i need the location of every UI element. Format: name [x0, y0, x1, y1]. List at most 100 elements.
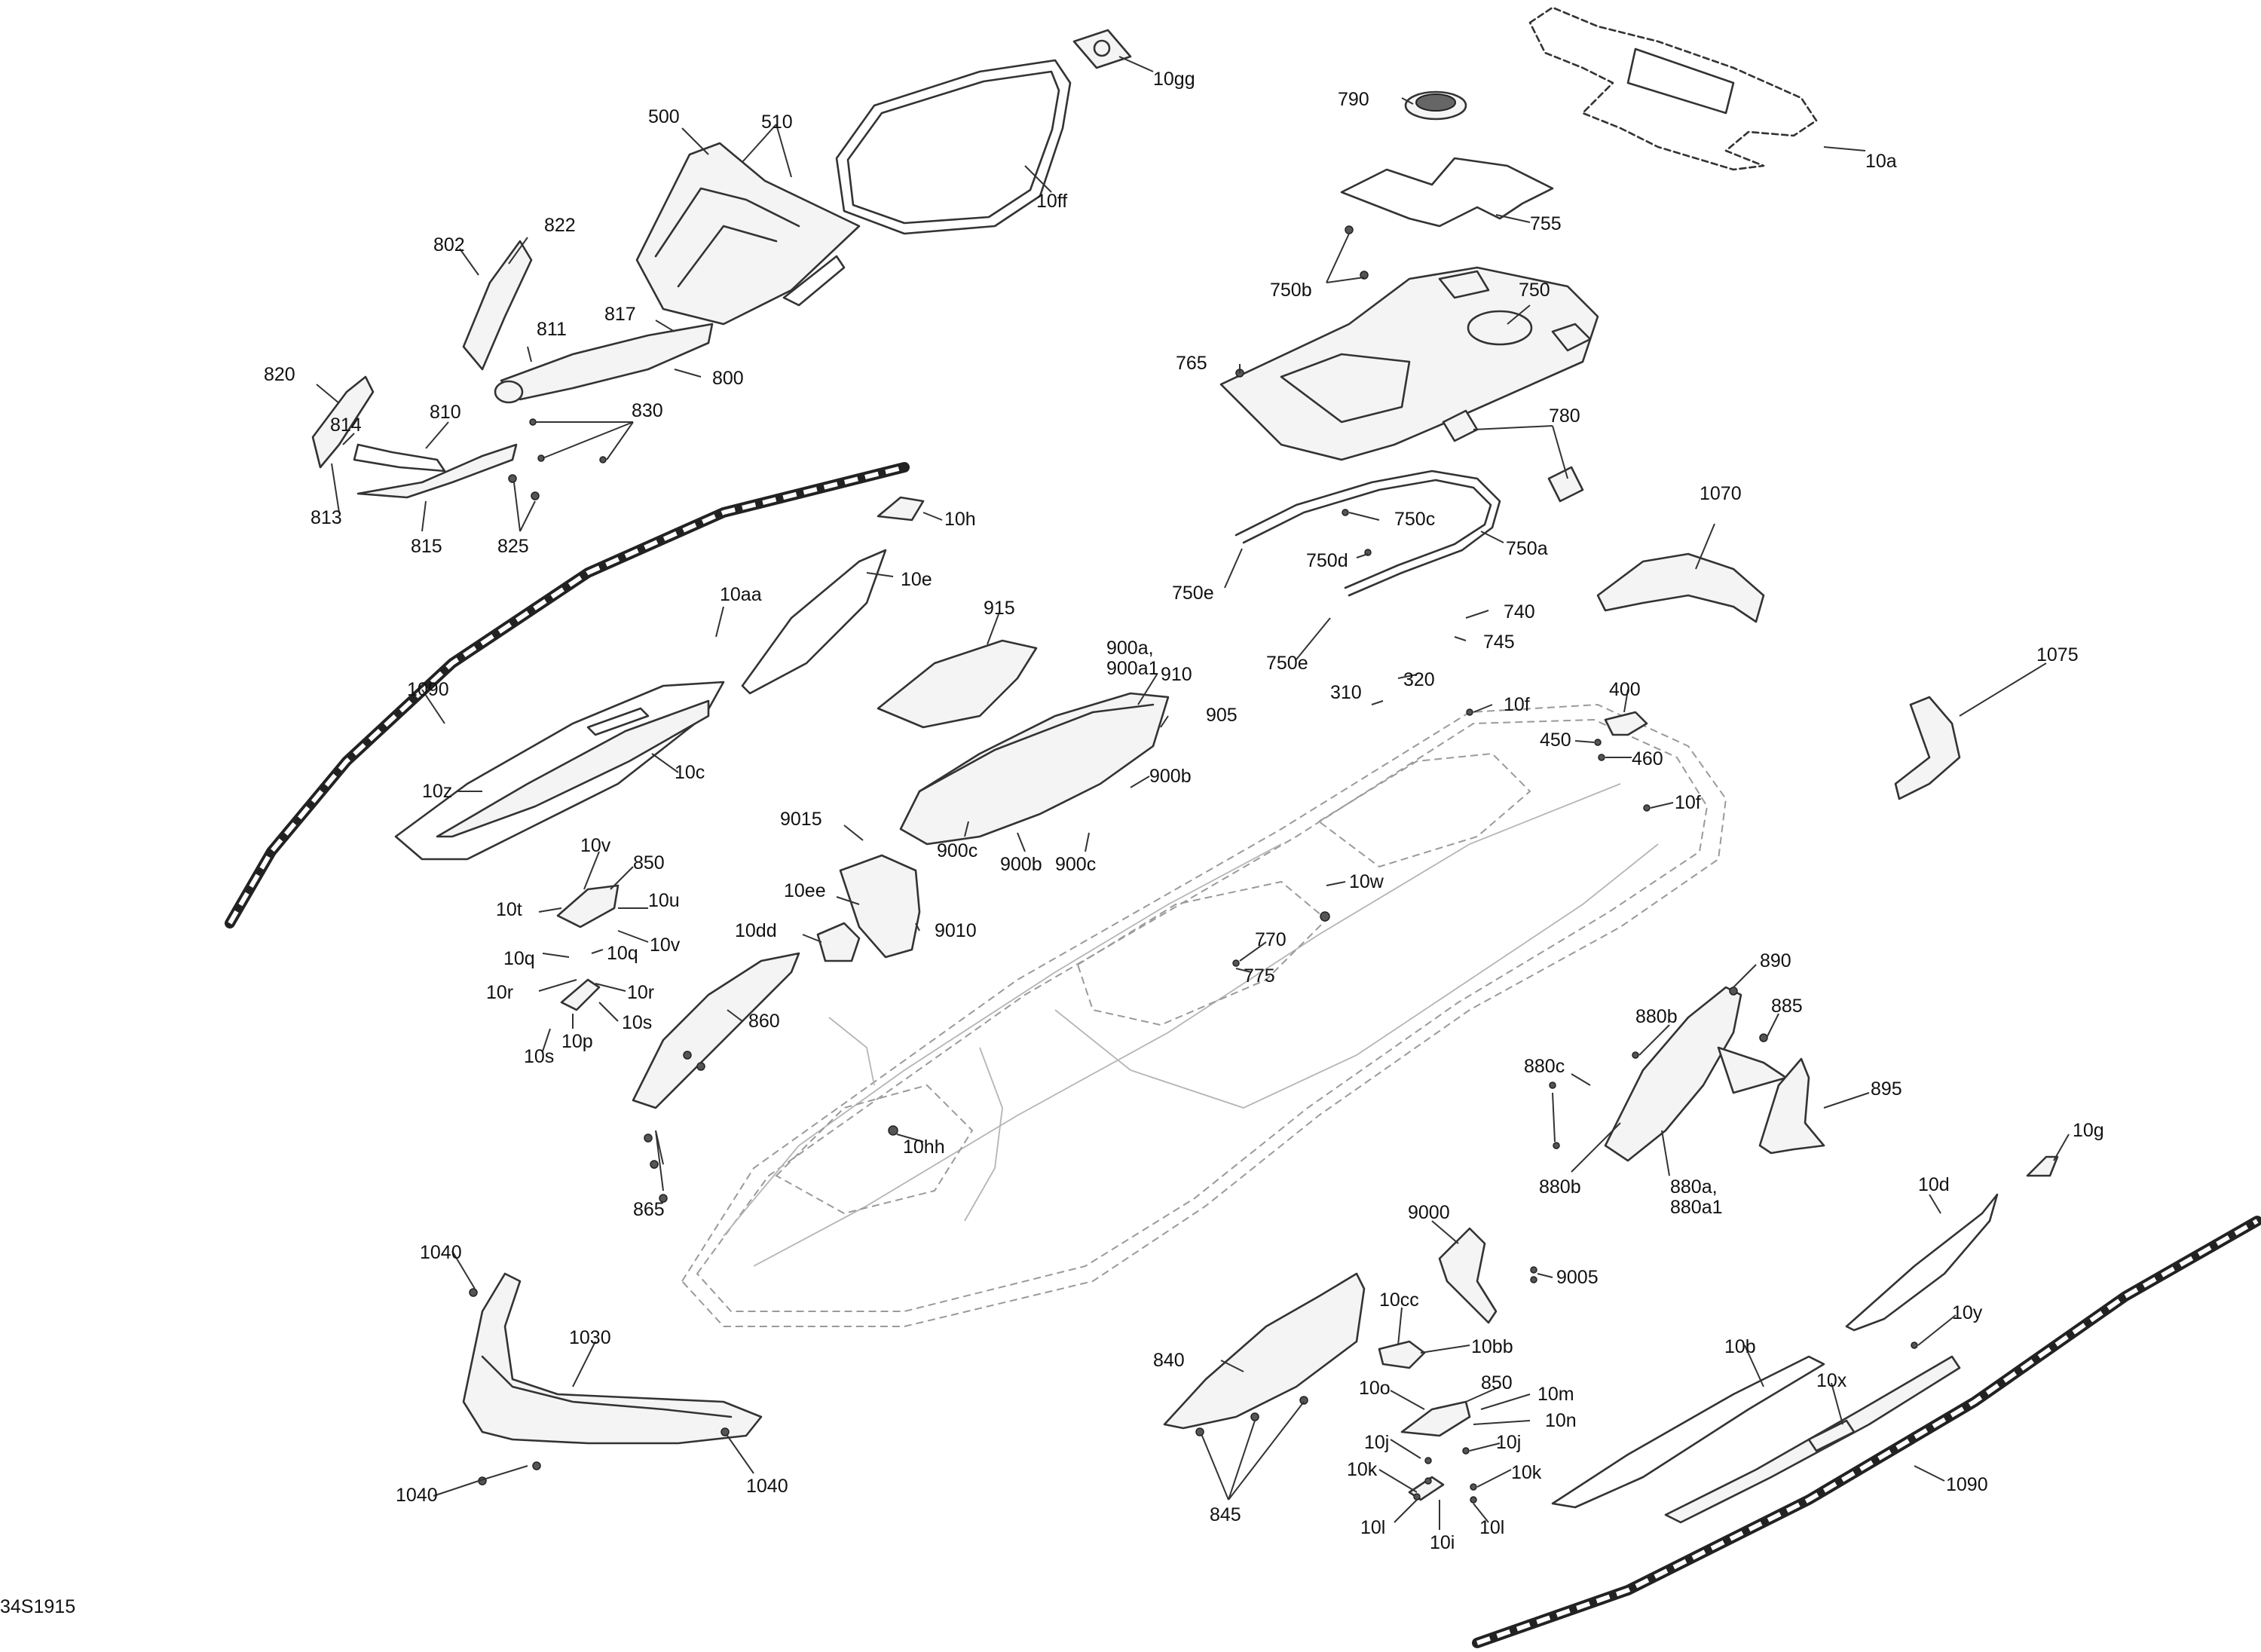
callout-450: 450: [1540, 730, 1571, 751]
callout-900a: 900a,: [1106, 638, 1154, 659]
callout-1070: 1070: [1700, 483, 1742, 504]
callout-10r-right: 10r: [627, 982, 654, 1003]
callout-10i: 10i: [1430, 1532, 1455, 1553]
callout-10f-upper: 10f: [1504, 694, 1530, 715]
cap-790: [1404, 90, 1467, 121]
callout-10ee: 10ee: [784, 880, 826, 901]
callout-900a1: 900a1: [1106, 658, 1159, 679]
callout-1040-left: 1040: [396, 1485, 438, 1506]
callout-9010: 9010: [935, 920, 977, 941]
hood-cover-500: [635, 142, 861, 326]
callout-10h: 10h: [944, 509, 976, 530]
callout-890: 890: [1760, 950, 1791, 971]
glovebox-9000: [1438, 1227, 1498, 1324]
callout-775: 775: [1244, 965, 1275, 987]
hinge-10t: [556, 884, 620, 928]
bumper-1030: [462, 1272, 763, 1445]
callout-900b-lower: 900b: [1000, 854, 1042, 875]
mirror-800: [494, 323, 714, 404]
callout-10dd: 10dd: [735, 920, 777, 941]
trim-815: [356, 443, 518, 499]
callout-9005: 9005: [1556, 1267, 1599, 1288]
callout-1090-left: 1090: [407, 679, 449, 700]
callout-860: 860: [748, 1011, 780, 1032]
callout-880b-upper: 880b: [1635, 1006, 1678, 1027]
callout-10k-right: 10k: [1511, 1462, 1542, 1483]
mat-10c-10z: [394, 681, 725, 861]
callout-880a1: 880a1: [1670, 1197, 1723, 1218]
storage-bin-900: [899, 692, 1170, 846]
callout-10x: 10x: [1816, 1370, 1847, 1391]
callout-10b: 10b: [1724, 1336, 1756, 1357]
callout-10gg: 10gg: [1153, 69, 1195, 90]
callout-850-lower: 850: [1481, 1372, 1513, 1393]
callout-865: 865: [633, 1199, 665, 1220]
callout-10v-lower: 10v: [650, 935, 681, 956]
callout-750e-lower: 750e: [1266, 653, 1308, 674]
callout-765: 765: [1176, 353, 1207, 374]
mat-755: [1340, 157, 1554, 228]
part-895: [1758, 1057, 1825, 1155]
cover-915: [877, 639, 1038, 729]
callout-900c-right: 900c: [1055, 854, 1096, 875]
callout-817: 817: [604, 304, 636, 325]
callout-814: 814: [330, 415, 362, 436]
callout-750c: 750c: [1394, 509, 1435, 530]
callout-10g: 10g: [2073, 1120, 2104, 1141]
callout-820: 820: [264, 364, 295, 385]
callout-1040-top: 1040: [420, 1242, 462, 1263]
reference-code: 34S1915: [0, 1596, 75, 1617]
callout-10d: 10d: [1918, 1174, 1950, 1195]
callout-10v-upper: 10v: [580, 835, 611, 856]
screws: [469, 225, 1918, 1504]
cover-10g: [2026, 1155, 2059, 1177]
callout-10f-lower: 10f: [1675, 792, 1701, 813]
callout-320: 320: [1403, 669, 1435, 690]
callout-460: 460: [1632, 748, 1663, 769]
callout-10n: 10n: [1545, 1410, 1577, 1431]
seal-10ff: [835, 59, 1072, 235]
callout-10aa: 10aa: [720, 584, 762, 605]
callout-10k-left: 10k: [1347, 1459, 1378, 1480]
callout-770: 770: [1255, 929, 1287, 950]
latch-780: [1442, 409, 1584, 503]
callout-9015: 9015: [780, 809, 822, 830]
callout-1090-right: 1090: [1946, 1474, 1988, 1495]
callout-10o: 10o: [1359, 1378, 1391, 1399]
callout-510: 510: [761, 112, 793, 133]
callout-740: 740: [1504, 601, 1535, 623]
callout-880a: 880a,: [1670, 1176, 1718, 1198]
callout-10y: 10y: [1952, 1302, 1983, 1323]
callout-10j-right: 10j: [1496, 1432, 1521, 1453]
callout-500: 500: [648, 106, 680, 127]
rub-rail-left: [225, 462, 910, 928]
part-1075: [1894, 696, 1961, 800]
callout-9000: 9000: [1408, 1202, 1450, 1223]
panel-840: [1163, 1272, 1366, 1430]
callout-10l-right: 10l: [1479, 1517, 1504, 1538]
callout-10a: 10a: [1865, 151, 1897, 172]
callout-822: 822: [544, 215, 576, 236]
callout-900c-left: 900c: [937, 840, 978, 861]
callout-10e: 10e: [901, 569, 932, 590]
callout-10hh: 10hh: [903, 1137, 945, 1158]
callout-400: 400: [1609, 679, 1641, 700]
callout-10c: 10c: [675, 762, 705, 783]
leader-lines: [316, 56, 2070, 1530]
hinge-850-lower: [1400, 1400, 1471, 1437]
rub-rail-right: [1472, 1216, 2261, 1648]
callout-10s-left: 10s: [524, 1046, 554, 1067]
callout-750a: 750a: [1506, 538, 1548, 559]
callout-10q-right: 10q: [607, 943, 638, 964]
callout-10q-left: 10q: [503, 948, 535, 969]
callout-895: 895: [1871, 1078, 1902, 1100]
callout-800: 800: [712, 368, 744, 389]
callout-1030: 1030: [569, 1327, 611, 1348]
callout-780: 780: [1549, 405, 1580, 427]
callout-10p: 10p: [561, 1031, 593, 1052]
callout-750: 750: [1519, 280, 1550, 301]
hinge-10p: [560, 978, 601, 1011]
callout-840: 840: [1153, 1350, 1185, 1371]
callout-850-upper: 850: [633, 852, 665, 873]
callout-10z: 10z: [422, 781, 452, 802]
